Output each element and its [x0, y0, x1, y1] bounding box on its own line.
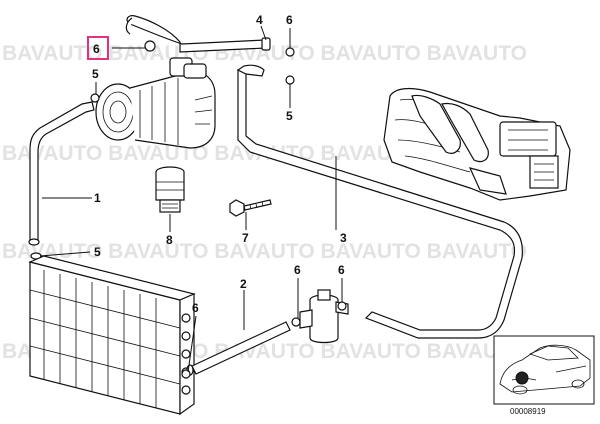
location-inset — [493, 335, 595, 405]
callout-5-compressor-oring[interactable]: 5 — [92, 67, 99, 81]
condenser[interactable] — [28, 255, 196, 416]
receiver-dryer[interactable] — [299, 289, 349, 344]
callout-5-hose-oring[interactable]: 5 — [94, 245, 101, 259]
evaporator-housing[interactable] — [383, 87, 571, 201]
hose-4[interactable] — [125, 15, 271, 53]
callout-1-hose[interactable]: 1 — [94, 191, 101, 205]
callout-6-condenser-oring[interactable]: 6 — [192, 301, 199, 315]
line-2[interactable] — [181, 317, 301, 379]
ac-compressor[interactable] — [90, 40, 216, 149]
callout-6-top-oring[interactable]: 6 — [286, 13, 293, 27]
callout-6-dryer-inlet[interactable]: 6 — [294, 263, 301, 277]
o-rings-top — [285, 47, 295, 85]
line-3[interactable] — [236, 64, 523, 339]
callout-2-line[interactable]: 2 — [240, 277, 247, 291]
callout-7-bolt[interactable]: 7 — [242, 231, 249, 245]
bolt-7[interactable] — [229, 199, 272, 217]
callout-6-dryer-outlet[interactable]: 6 — [338, 263, 345, 277]
callout-5-top-oring[interactable]: 5 — [286, 109, 293, 123]
diagram-reference-number: 00008919 — [510, 407, 546, 416]
callout-highlight-box — [87, 36, 109, 60]
callout-8-pressure-switch[interactable]: 8 — [166, 233, 173, 247]
hose-1[interactable] — [28, 101, 95, 260]
callouts: 6 5 4 6 5 1 5 8 7 3 2 6 6 6 — [87, 13, 347, 315]
watermark-row-3: BAVAUTO BAVAUTO BAVAUTO BAVAUTO BAVAUTO — [2, 240, 527, 263]
callout-3-line[interactable]: 3 — [340, 231, 347, 245]
callout-4-hose[interactable]: 4 — [256, 13, 263, 27]
callout-6-compressor-oring[interactable]: 6 — [93, 42, 100, 56]
car-location-icon — [499, 344, 591, 395]
pressure-switch-8[interactable] — [155, 166, 185, 213]
leader-lines — [39, 25, 343, 373]
